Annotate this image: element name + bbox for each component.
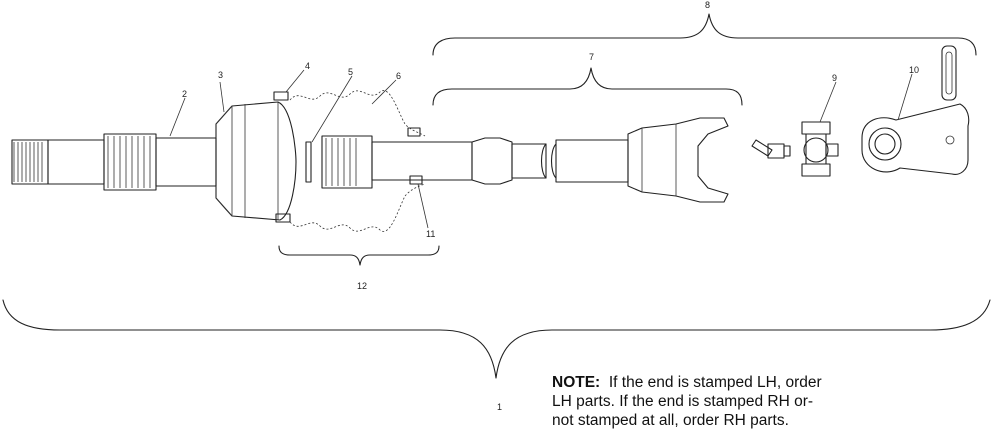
callout-1: 1 bbox=[497, 402, 502, 412]
inner-shaft bbox=[321, 135, 547, 189]
splined-stub bbox=[11, 139, 105, 185]
callout-6: 6 bbox=[396, 71, 401, 81]
callout-3: 3 bbox=[218, 70, 223, 80]
note-text: NOTE: If the end is stamped LH, order LH… bbox=[552, 373, 972, 430]
cv-boot-lower bbox=[289, 183, 426, 232]
break-mark bbox=[540, 143, 557, 179]
flange-yoke bbox=[861, 103, 970, 175]
clamp-upper-right bbox=[407, 127, 421, 137]
note-line-3: not stamped at all, order RH parts. bbox=[552, 412, 789, 429]
callout-5: 5 bbox=[348, 67, 353, 77]
brace-item-1 bbox=[2, 299, 991, 379]
cv-boot-upper bbox=[289, 90, 426, 137]
brace-item-8 bbox=[432, 13, 977, 56]
note-line-2: LH parts. If the end is stamped RH or- bbox=[552, 393, 814, 410]
universal-joint-cross bbox=[801, 121, 839, 177]
brace-item-12 bbox=[278, 245, 440, 266]
leader-lines bbox=[169, 69, 913, 229]
callout-12: 12 bbox=[357, 281, 367, 291]
cv-joint-housing bbox=[215, 101, 297, 221]
callout-7: 7 bbox=[589, 52, 594, 62]
note-label: NOTE: bbox=[552, 374, 601, 391]
grease-fitting bbox=[751, 139, 791, 159]
callout-2: 2 bbox=[182, 89, 187, 99]
clamp-item-4 bbox=[273, 91, 289, 101]
callout-10: 10 bbox=[909, 65, 919, 75]
outer-cv-shaft bbox=[103, 133, 217, 191]
flange-bolt bbox=[941, 45, 957, 101]
slip-yoke bbox=[555, 117, 729, 203]
callout-8: 8 bbox=[705, 0, 710, 10]
snap-ring bbox=[305, 141, 312, 183]
clamp-item-11-left bbox=[275, 213, 291, 223]
callout-11: 11 bbox=[426, 229, 435, 239]
callout-4: 4 bbox=[305, 61, 310, 71]
callout-9: 9 bbox=[832, 73, 837, 83]
brace-item-7 bbox=[432, 67, 743, 106]
note-line-1: If the end is stamped LH, order bbox=[608, 374, 822, 391]
